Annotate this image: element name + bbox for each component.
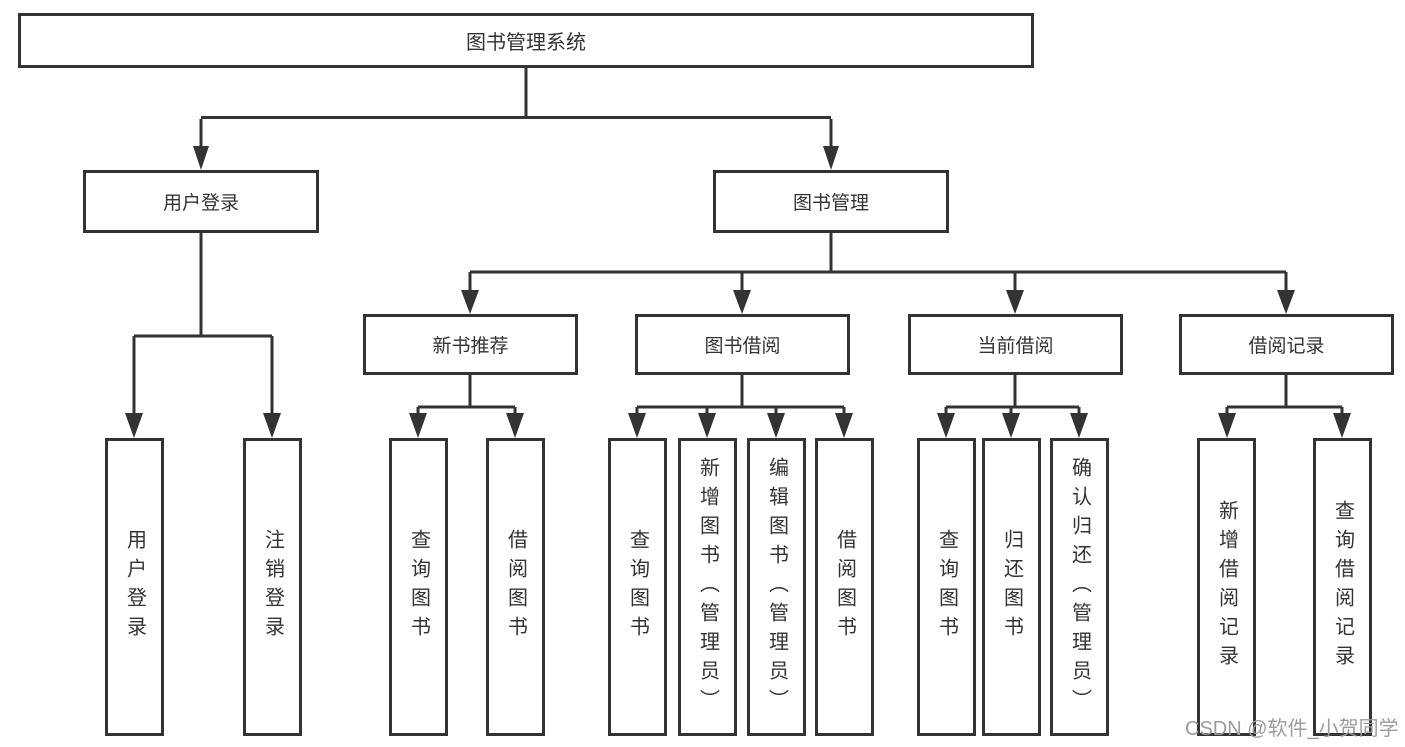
node-library-management-system: 图书管理系统: [18, 13, 1034, 68]
leaf-user-login: 用户登录: [105, 438, 164, 736]
leaf-borrowing-query-books: 查询图书: [608, 438, 667, 736]
leaf-add-borrow-record: 新增借阅记录: [1197, 438, 1256, 736]
leaf-return-books: 归还图书: [982, 438, 1041, 736]
node-label: 图书管理系统: [466, 32, 586, 54]
leaf-recommend-query-books: 查询图书: [389, 438, 448, 736]
node-label: 图书管理: [792, 193, 869, 214]
node-label: 图书借阅: [704, 336, 781, 357]
node-label: 归还图书: [1000, 529, 1023, 645]
watermark: CSDN @软件_小贺同学: [1185, 718, 1399, 740]
node-label: 新书推荐: [432, 336, 509, 357]
node-label: 新增图书（管理员）: [696, 456, 719, 718]
node-label: 注销登录: [261, 529, 284, 645]
leaf-logout: 注销登录: [243, 438, 302, 736]
leaf-borrowing-borrow-books: 借阅图书: [815, 438, 874, 736]
node-label: 用户登录: [162, 193, 239, 214]
node-new-book-recommendation: 新书推荐: [363, 314, 578, 375]
leaf-edit-books-admin: 编辑图书（管理员）: [747, 438, 806, 736]
arrowhead-icons: [125, 146, 1351, 438]
node-label: 用户登录: [123, 529, 146, 645]
tree-edges: [132, 68, 1344, 414]
leaf-confirm-return-admin: 确认归还（管理员）: [1050, 438, 1109, 736]
node-label: 查询图书: [935, 529, 958, 645]
leaf-query-borrow-record: 查询借阅记录: [1313, 438, 1372, 736]
node-label: 新增借阅记录: [1215, 500, 1238, 674]
node-label: 查询图书: [626, 529, 649, 645]
node-label: 确认归还（管理员）: [1068, 456, 1091, 718]
node-label: 当前借阅: [977, 336, 1054, 357]
leaf-recommend-borrow-books: 借阅图书: [486, 438, 545, 736]
leaf-add-books-admin: 新增图书（管理员）: [678, 438, 737, 736]
node-book-borrowing: 图书借阅: [635, 314, 850, 375]
node-current-borrowing: 当前借阅: [908, 314, 1123, 375]
node-borrowing-records: 借阅记录: [1179, 314, 1394, 375]
node-label: 查询借阅记录: [1331, 500, 1354, 674]
node-book-management: 图书管理: [713, 170, 949, 233]
node-label: 借阅记录: [1248, 336, 1325, 357]
node-label: 编辑图书（管理员）: [765, 456, 788, 718]
node-label: 借阅图书: [833, 529, 856, 645]
node-label: 借阅图书: [504, 529, 527, 645]
node-label: 查询图书: [407, 529, 430, 645]
node-user-login: 用户登录: [83, 170, 319, 233]
leaf-current-query-books: 查询图书: [917, 438, 976, 736]
